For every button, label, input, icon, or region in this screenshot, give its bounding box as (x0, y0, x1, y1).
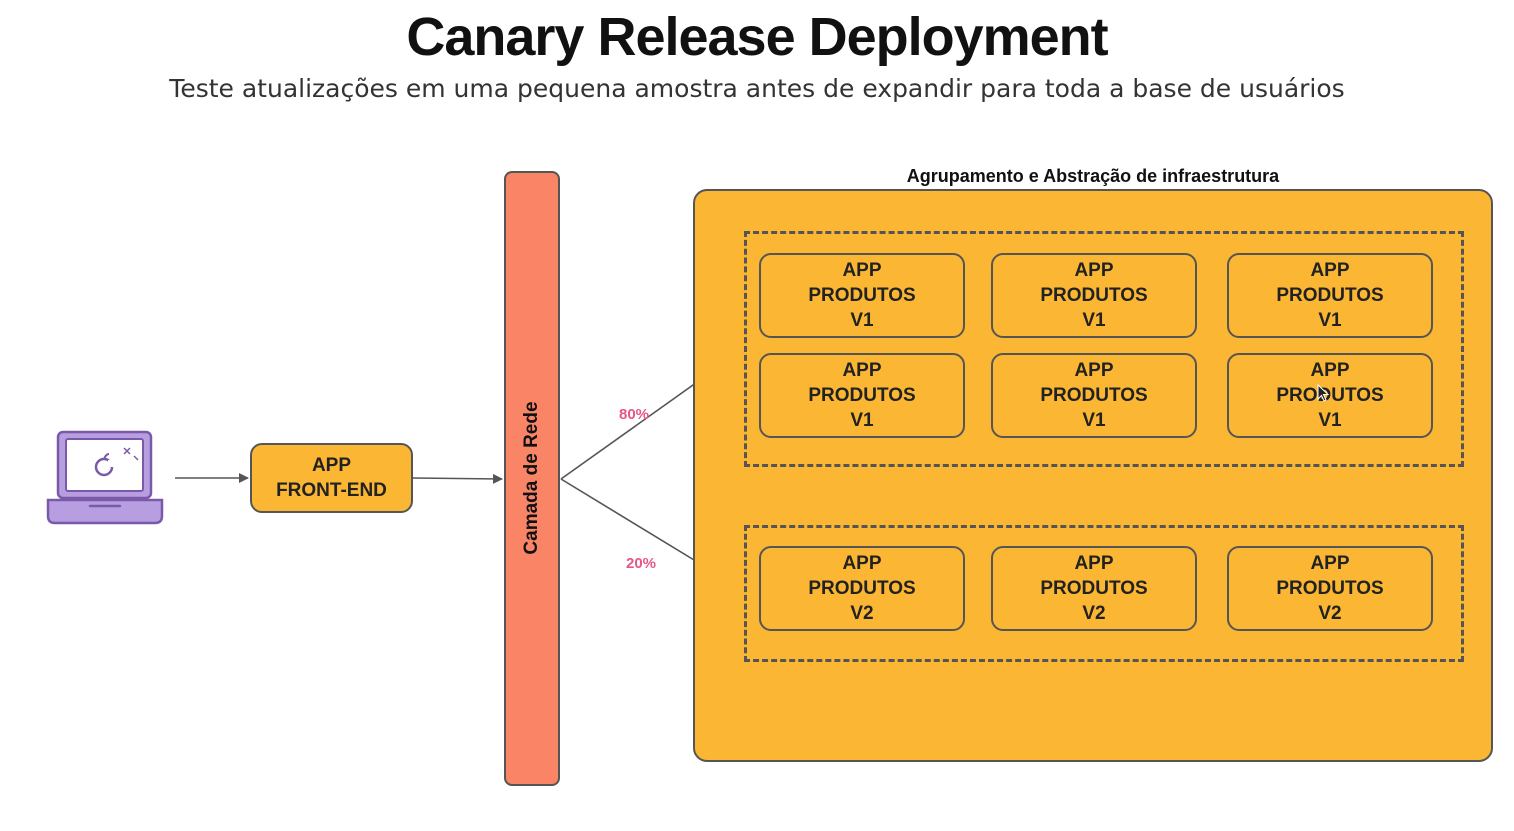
network-layer-bar (504, 171, 560, 786)
instance-line1: APP (1074, 260, 1114, 281)
instance-version: V1 (850, 310, 874, 331)
instance-line2: PRODUTOS (808, 578, 916, 599)
v2-instance-group (744, 525, 1464, 662)
v2-instance-box: APP PRODUTOS V2 (759, 546, 965, 631)
v1-instance-box: APP PRODUTOS V1 (991, 353, 1197, 438)
instance-version: V1 (1318, 410, 1342, 431)
v2-instance-box: APP PRODUTOS V2 (991, 546, 1197, 631)
frontend-app-line1: APP (311, 455, 352, 476)
v2-instance-box: APP PRODUTOS V2 (1227, 546, 1433, 631)
instance-version: V2 (1318, 603, 1342, 624)
v1-instance-group (744, 231, 1464, 467)
instance-line1: APP (842, 553, 882, 574)
frontend-app-box: APP FRONT-END (250, 443, 413, 513)
instance-line1: APP (1310, 360, 1350, 381)
instance-line1: APP (1310, 553, 1350, 574)
instance-version: V1 (1082, 410, 1106, 431)
instance-version: V1 (850, 410, 874, 431)
v1-instance-box: APP PRODUTOS V1 (1227, 253, 1433, 338)
instance-version: V2 (1082, 603, 1106, 624)
instance-line1: APP (1074, 553, 1114, 574)
frontend-app-line2: FRONT-END (276, 480, 387, 501)
diagram-title: Canary Release Deployment (406, 7, 1108, 67)
v2-traffic-percent: 20% (626, 555, 657, 572)
instance-line2: PRODUTOS (808, 285, 916, 306)
network-layer-label: Camada de Rede (521, 401, 542, 555)
instance-line2: PRODUTOS (1040, 385, 1148, 406)
instance-line2: PRODUTOS (1040, 285, 1148, 306)
mouse-cursor-icon (1317, 384, 1329, 402)
instance-version: V1 (1082, 310, 1106, 331)
diagram-subtitle: Teste atualizações em uma pequena amostr… (169, 74, 1345, 103)
instance-line2: PRODUTOS (808, 385, 916, 406)
instance-line1: APP (1310, 260, 1350, 281)
infrastructure-label: Agrupamento e Abstração de infraestrutur… (906, 166, 1280, 186)
instance-line1: APP (1074, 360, 1114, 381)
arrow-frontend-to-network (412, 473, 503, 484)
v1-instance-box: APP PRODUTOS V1 (759, 353, 965, 438)
v1-instance-box: APP PRODUTOS V1 (991, 253, 1197, 338)
instance-version: V2 (850, 603, 874, 624)
v1-traffic-percent: 80% (619, 406, 650, 423)
instance-line1: APP (842, 260, 882, 281)
instance-version: V1 (1318, 310, 1342, 331)
instance-line2: PRODUTOS (1276, 385, 1384, 406)
instance-line1: APP (842, 360, 882, 381)
laptop-icon (46, 430, 164, 525)
v1-instance-box: APP PRODUTOS V1 (759, 253, 965, 338)
instance-line2: PRODUTOS (1040, 578, 1148, 599)
v1-instance-box: APP PRODUTOS V1 (1227, 353, 1433, 438)
instance-line2: PRODUTOS (1276, 578, 1384, 599)
instance-line2: PRODUTOS (1276, 285, 1384, 306)
